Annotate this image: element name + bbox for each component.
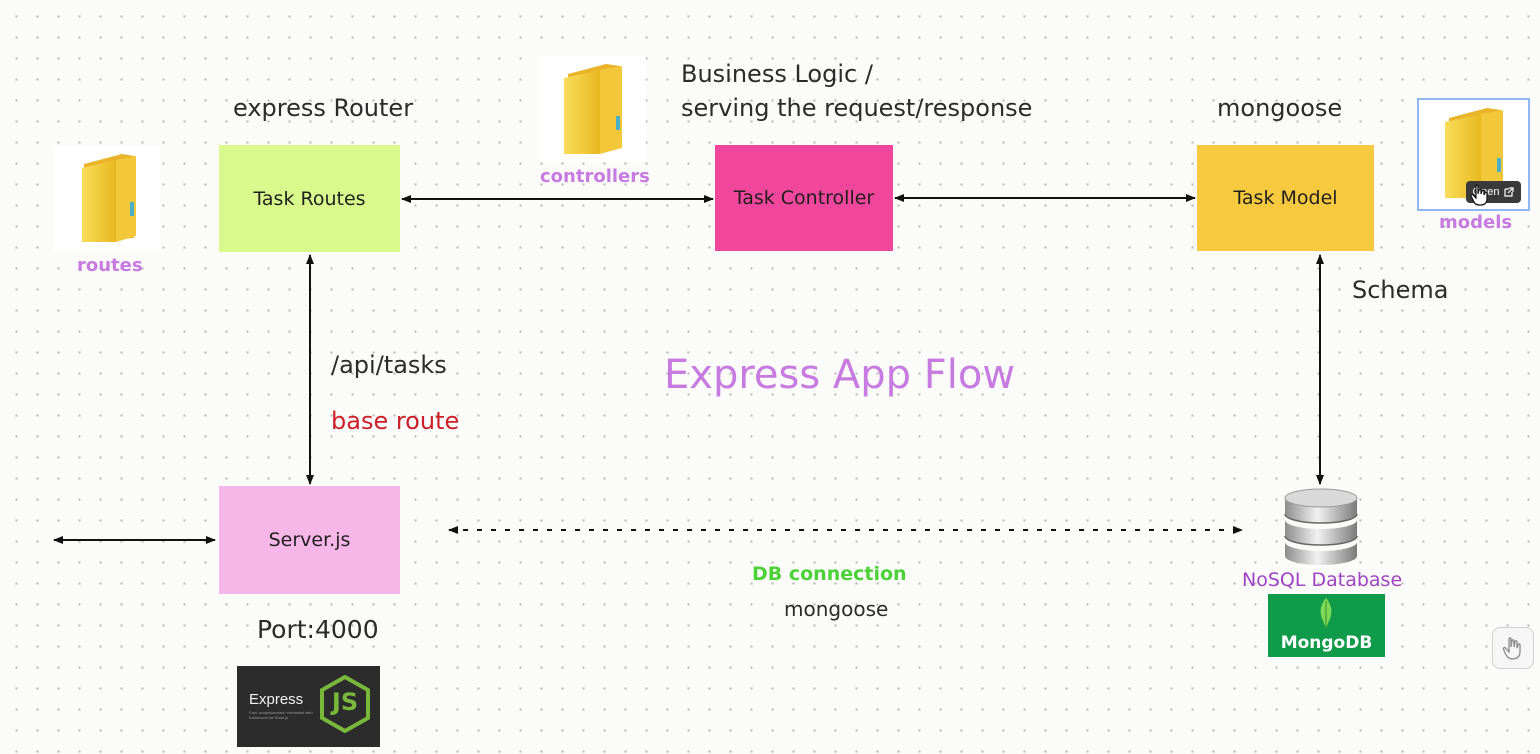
diagram-title: Express App Flow: [664, 352, 1016, 398]
mongoose-top-label: mongoose: [1217, 94, 1343, 122]
api-tasks-label: /api/tasks: [331, 351, 447, 379]
express-logo-tagline: Fast, unopinionated, minimalist web fram…: [249, 710, 313, 720]
express-logo-text: Express: [249, 691, 304, 708]
nosql-database-label: NoSQL Database: [1242, 569, 1403, 591]
database-icon: [1284, 488, 1358, 565]
express-router-label: express Router: [233, 94, 414, 122]
hand-cursor-icon: [1470, 184, 1488, 206]
folder-icon: [1445, 108, 1503, 198]
mongodb-leaf-icon: [1320, 598, 1332, 628]
mongoose-bottom-label: mongoose: [784, 597, 889, 621]
task-model-label: Task Model: [1233, 187, 1338, 209]
routes-folder-caption: routes: [77, 255, 143, 276]
hand-tool-button[interactable]: [1492, 627, 1534, 669]
mongodb-logo-text: MongoDB: [1280, 633, 1373, 653]
task-model-box[interactable]: Task Model: [1197, 145, 1374, 251]
external-link-icon: [1504, 187, 1515, 197]
base-route-label: base route: [331, 407, 460, 435]
controllers-folder[interactable]: [540, 56, 646, 162]
schema-label: Schema: [1352, 276, 1449, 304]
server-js-box[interactable]: Server.js: [219, 486, 400, 594]
task-controller-label: Task Controller: [733, 187, 875, 209]
express-nodejs-logo: Express Fast, unopinionated, minimalist …: [237, 666, 380, 747]
folder-icon: [82, 154, 136, 242]
port-label: Port:4000: [257, 615, 379, 644]
task-routes-label: Task Routes: [253, 187, 366, 210]
hand-tool-icon: [1502, 637, 1521, 660]
folder-icon: [564, 64, 622, 154]
models-folder-caption: models: [1439, 212, 1513, 233]
controllers-folder-caption: controllers: [540, 166, 650, 187]
task-controller-box[interactable]: Task Controller: [715, 145, 893, 251]
routes-folder[interactable]: [54, 146, 160, 250]
business-logic-label-line1: Business Logic /: [681, 60, 873, 88]
db-connection-label: DB connection: [752, 563, 907, 585]
business-logic-label-line2: serving the request/response: [681, 94, 1033, 122]
task-routes-box[interactable]: Task Routes: [219, 145, 400, 252]
nodejs-js-mark: JS: [331, 688, 359, 716]
server-js-label: Server.js: [268, 529, 351, 551]
nodejs-hex-icon: [320, 675, 370, 733]
mongodb-logo: MongoDB: [1268, 594, 1385, 657]
